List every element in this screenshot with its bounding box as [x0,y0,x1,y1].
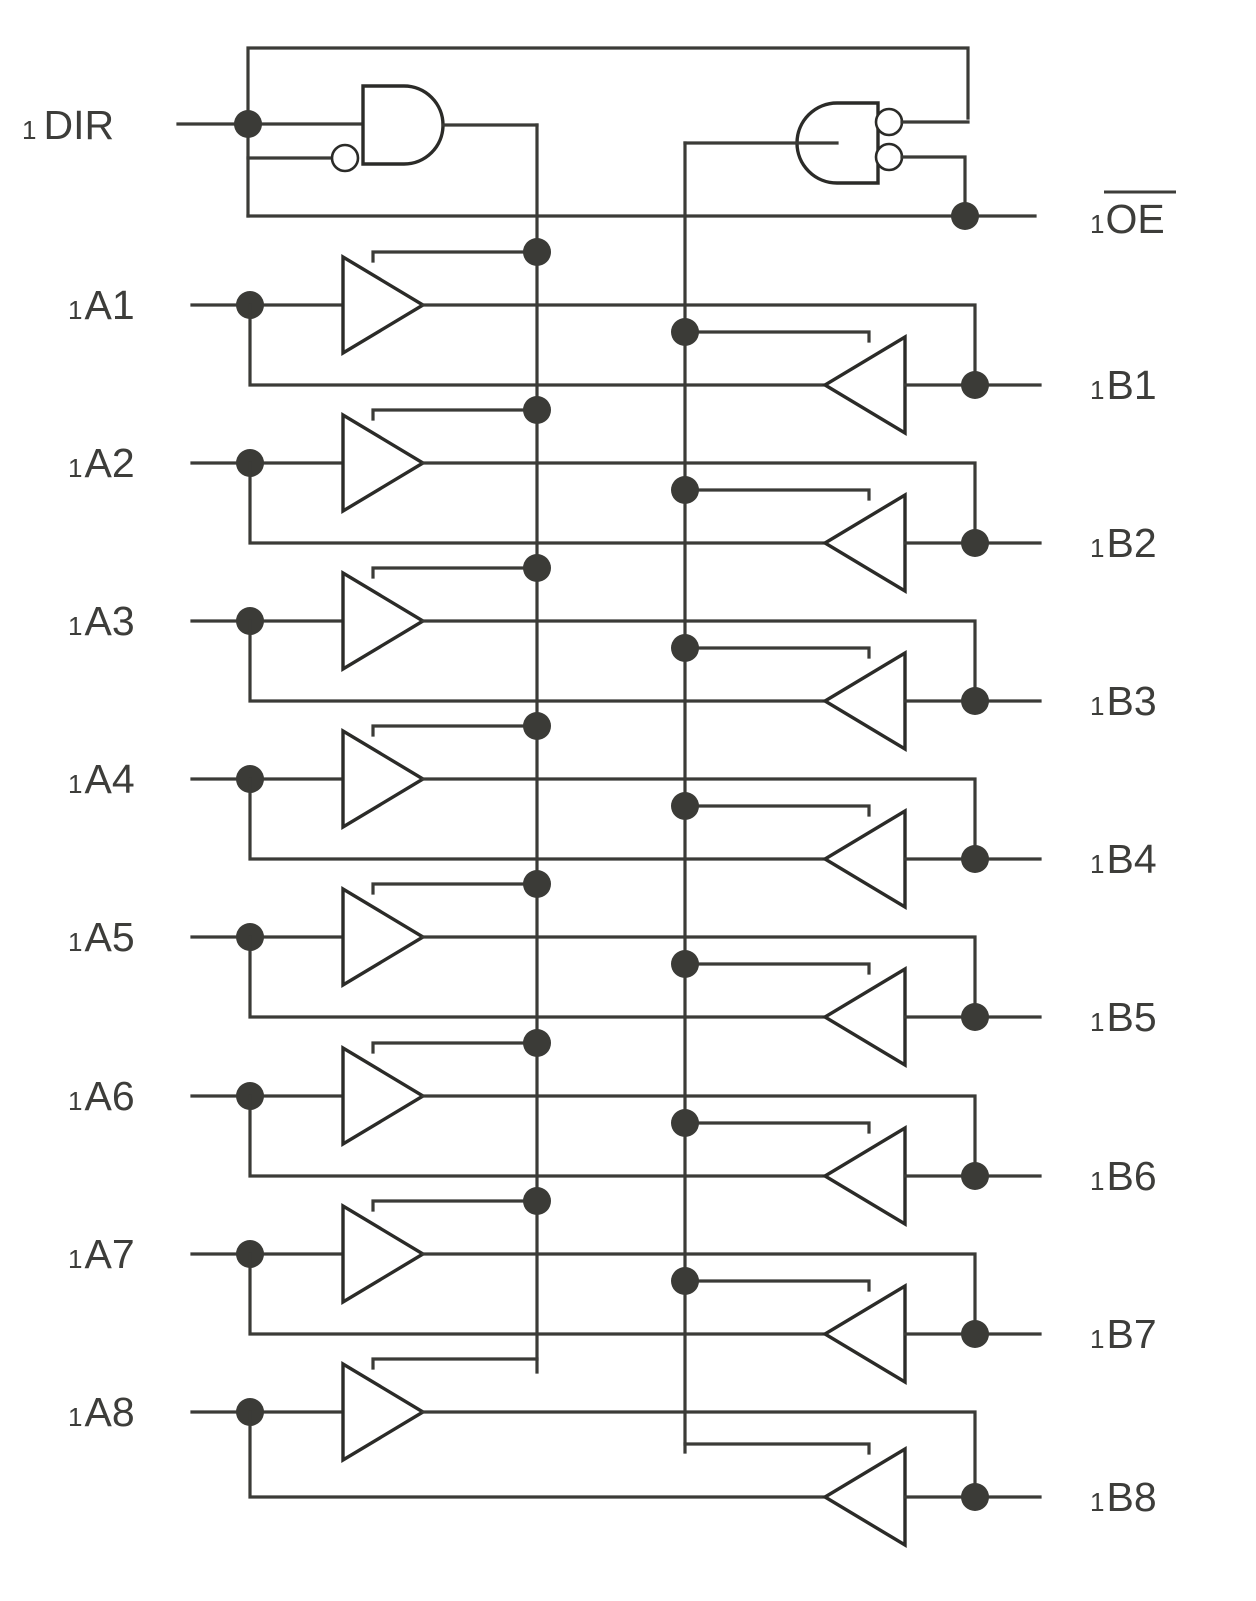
inverting-output-bubble-b-icon [874,142,904,172]
junction-dot-b5 [961,1003,989,1031]
enable-dot-b4 [671,792,699,820]
label-a3: 1A3 [68,598,135,644]
buffer-b1 [821,333,907,437]
enable-dot-a6 [523,1029,551,1057]
label-b4: 1B4 [1090,836,1157,882]
buffer-b4 [821,807,907,911]
enable-dot-b2 [671,476,699,504]
buffer-b7 [821,1282,907,1386]
label-b7: 1B7 [1090,1311,1157,1357]
junction-dot-dir [234,110,262,138]
buffer-b5 [821,965,907,1069]
channel-row-5 [190,870,1042,1069]
label-a7: 1A7 [68,1231,135,1277]
label-a4: 1A4 [68,756,135,802]
enable-dot-a1 [523,238,551,266]
junction-dot-b6 [961,1162,989,1190]
channel-row-6 [190,1029,1042,1228]
left-and-gate [330,84,539,173]
enable-dot-b1 [671,318,699,346]
right-and-gate [683,101,970,218]
channel-row-8 [190,1357,1042,1549]
enable-dot-b5 [671,950,699,978]
label-b3: 1B3 [1090,678,1157,724]
enable-dot-a5 [523,870,551,898]
label-a8: 1A8 [68,1389,135,1435]
label-a6: 1A6 [68,1073,135,1119]
channel-row-3 [190,554,1042,753]
buffer-a8 [341,1360,427,1464]
channel-row-7 [190,1187,1042,1386]
enable-dot-b3 [671,634,699,662]
junction-dot-b2 [961,529,989,557]
label-b8: 1B8 [1090,1474,1157,1520]
inverting-output-bubble-a-icon [874,107,904,137]
buffer-a7 [341,1202,427,1306]
label-a5: 1A5 [68,914,135,960]
channel-row-1 [190,238,1042,437]
label-b2: 1B2 [1090,520,1157,566]
channel-row-2 [190,396,1042,595]
label-a2: 1A2 [68,440,135,486]
enable-dot-a3 [523,554,551,582]
buffer-b3 [821,649,907,753]
enable-dot-b7 [671,1267,699,1295]
label-b1: 1B1 [1090,362,1157,408]
junction-dot-b1 [961,371,989,399]
enable-dot-a4 [523,712,551,740]
buffer-a3 [341,569,427,673]
junction-dot-b4 [961,845,989,873]
buffer-a5 [341,885,427,989]
label-oe: 1OE [1090,196,1165,242]
junction-dot-b8 [961,1483,989,1511]
buffer-a1 [341,253,427,357]
label-b6: 1B6 [1090,1153,1157,1199]
oe-input-net [246,156,1037,230]
enable-dot-a7 [523,1187,551,1215]
label-b5: 1B5 [1090,994,1157,1040]
buffer-a2 [341,411,427,515]
channel-row-4 [190,712,1042,911]
buffer-a6 [341,1044,427,1148]
buffer-a4 [341,727,427,831]
inverting-input-bubble-icon [330,143,360,173]
enable-dot-b6 [671,1109,699,1137]
label-a1: 1A1 [68,282,135,328]
buffer-b6 [821,1124,907,1228]
junction-dot-b3 [961,687,989,715]
buffer-b8 [821,1445,907,1549]
enable-dot-a2 [523,396,551,424]
junction-dot-b7 [961,1320,989,1348]
junction-dot-oe [951,202,979,230]
buffer-b2 [821,491,907,595]
